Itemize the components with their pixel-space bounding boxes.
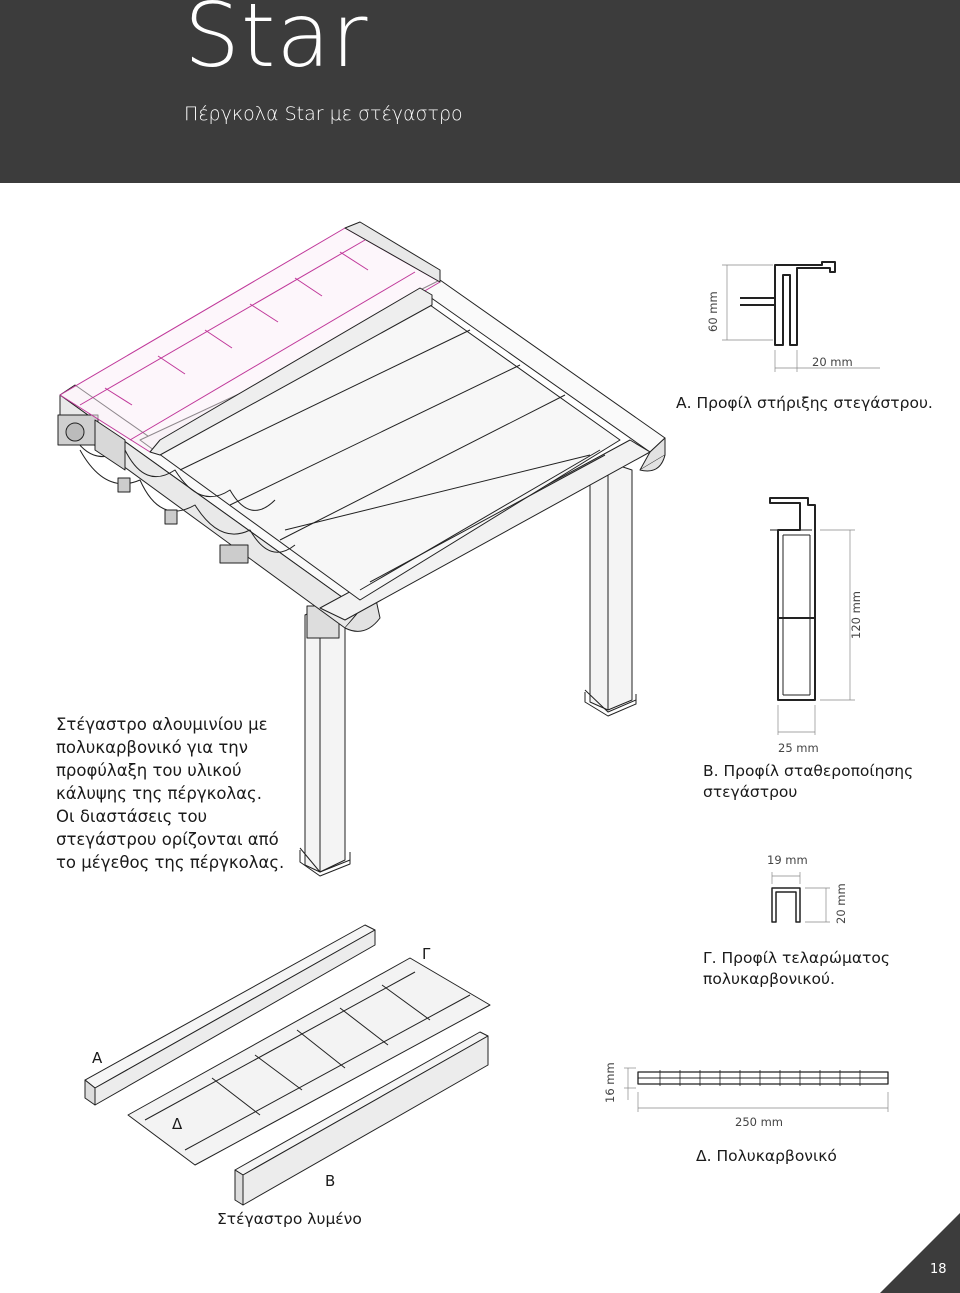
- exploded-label-b: Β: [325, 1172, 336, 1190]
- profile-b-drawing: [769, 497, 855, 735]
- page-corner: [880, 1213, 960, 1293]
- profile-a-width: 20 mm: [812, 355, 853, 369]
- profile-b-height: 120 mm: [849, 590, 863, 639]
- intro-paragraph: Στέγαστρο αλουμινίου με πολυκαρβονικό γι…: [56, 713, 284, 874]
- caption-line: Β. Προφίλ σταθεροποίησης: [703, 762, 914, 780]
- profile-c-width: 19 mm: [767, 853, 808, 867]
- caption-line: πολυκαρβονικού.: [703, 970, 835, 988]
- intro-line: πολυκαρβονικό για την: [56, 738, 248, 757]
- intro-line: Στέγαστρο αλουμινίου με: [56, 715, 268, 734]
- profile-a-drawing: [722, 261, 880, 372]
- exploded-caption: Στέγαστρο λυμένο: [217, 1210, 362, 1228]
- page-subtitle: Πέργκολα Star με στέγαστρο: [184, 103, 463, 125]
- exploded-label-d: Δ: [172, 1115, 183, 1133]
- intro-line: το μέγεθος της πέργκολας.: [56, 853, 285, 872]
- profile-d-drawing: [624, 1067, 889, 1112]
- exploded-label-c: Γ: [422, 945, 431, 963]
- caption-line: στεγάστρου: [703, 783, 798, 801]
- profile-d-height: 16 mm: [603, 1062, 617, 1103]
- profile-a-caption: Α. Προφίλ στήριξης στεγάστρου.: [676, 394, 933, 412]
- profile-b-width: 25 mm: [778, 741, 819, 755]
- profile-d-width: 250 mm: [735, 1115, 784, 1129]
- intro-line: στεγάστρου ορίζονται από: [56, 830, 279, 849]
- intro-line: Οι διαστάσεις του: [56, 807, 208, 826]
- canopy-highlight: [59, 227, 441, 453]
- profile-a-height: 60 mm: [706, 291, 720, 332]
- exploded-view: [84, 924, 491, 1206]
- caption-line: Γ. Προφίλ τελαρώματος: [703, 949, 890, 967]
- page-title: Star: [184, 0, 369, 87]
- profile-c-height: 20 mm: [834, 883, 848, 924]
- intro-line: κάλυψης της πέργκολας.: [56, 784, 262, 803]
- profile-d-caption: Δ. Πολυκαρβονικό: [696, 1147, 837, 1165]
- exploded-label-a: Α: [92, 1049, 103, 1067]
- profile-b-caption: Β. Προφίλ σταθεροποίησης στεγάστρου: [703, 761, 913, 803]
- profile-c-drawing: [771, 872, 830, 923]
- intro-line: προφύλαξη του υλικού: [56, 761, 242, 780]
- header-band: Star Πέργκολα Star με στέγαστρο: [0, 0, 960, 183]
- pergola-illustration: [57, 279, 666, 877]
- profile-c-caption: Γ. Προφίλ τελαρώματος πολυκαρβονικού.: [703, 948, 890, 990]
- page-number: 18: [930, 1262, 947, 1277]
